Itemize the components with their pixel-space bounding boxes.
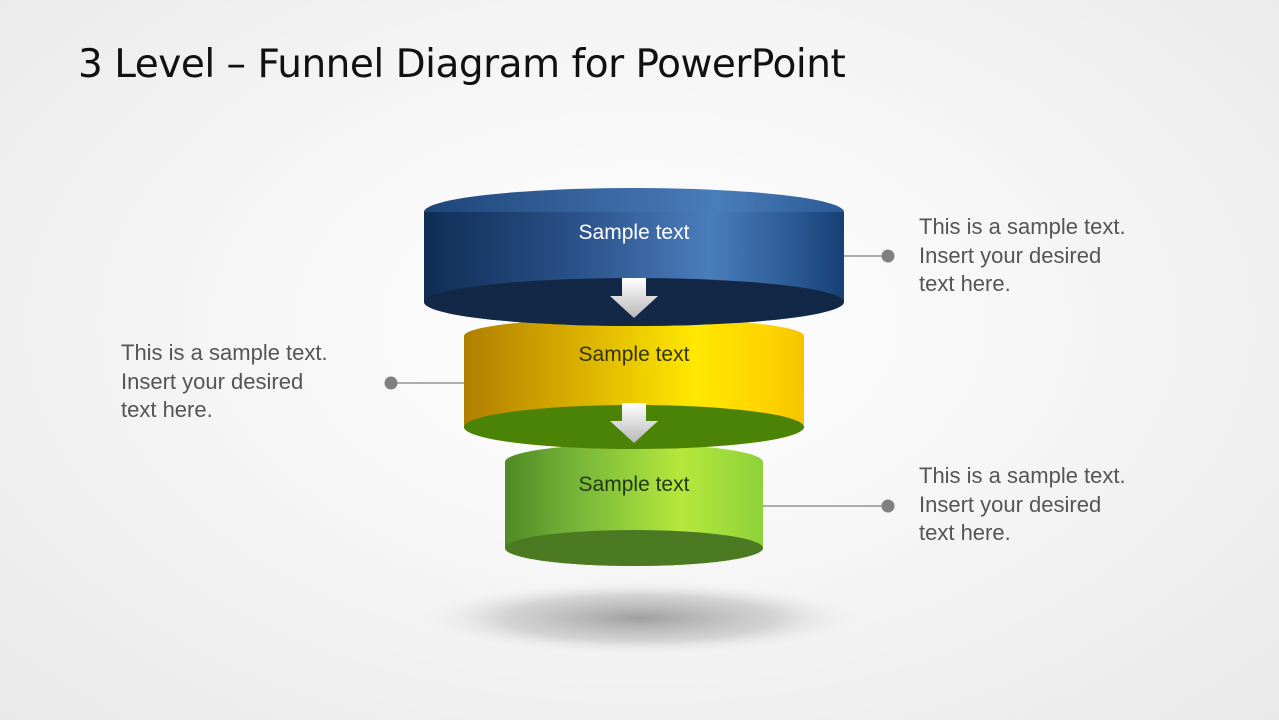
down-arrow-icon [610, 403, 658, 443]
callout-line: This is a sample text. [919, 463, 1126, 488]
callout-line: text here. [121, 397, 213, 422]
callout-line: Insert your desired [919, 491, 1102, 517]
connector-1 [844, 249, 895, 263]
slide-title: 3 Level – Funnel Diagram for PowerPoint [78, 42, 846, 87]
connector-3 [763, 499, 895, 513]
callout-line: This is a sample text. [121, 340, 328, 365]
level-2-label: Sample text [579, 343, 690, 366]
callout-level-1: This is a sample text. Insert your desir… [919, 213, 1126, 299]
callout-line: This is a sample text. [919, 214, 1126, 239]
level-3-label: Sample text [579, 473, 690, 496]
callout-line: text here. [919, 271, 1011, 296]
floor-shadow [415, 580, 865, 656]
callout-line: Insert your desired [919, 242, 1102, 268]
callout-level-2: This is a sample text. Insert your desir… [121, 339, 328, 425]
callout-line: Insert your desired [121, 368, 304, 394]
connector-2 [384, 376, 464, 390]
down-arrow-icon [610, 278, 658, 318]
level-1-label: Sample text [579, 221, 690, 244]
callout-level-3: This is a sample text. Insert your desir… [919, 462, 1126, 548]
funnel-level-3[interactable] [505, 444, 763, 566]
callout-line: text here. [919, 520, 1011, 545]
